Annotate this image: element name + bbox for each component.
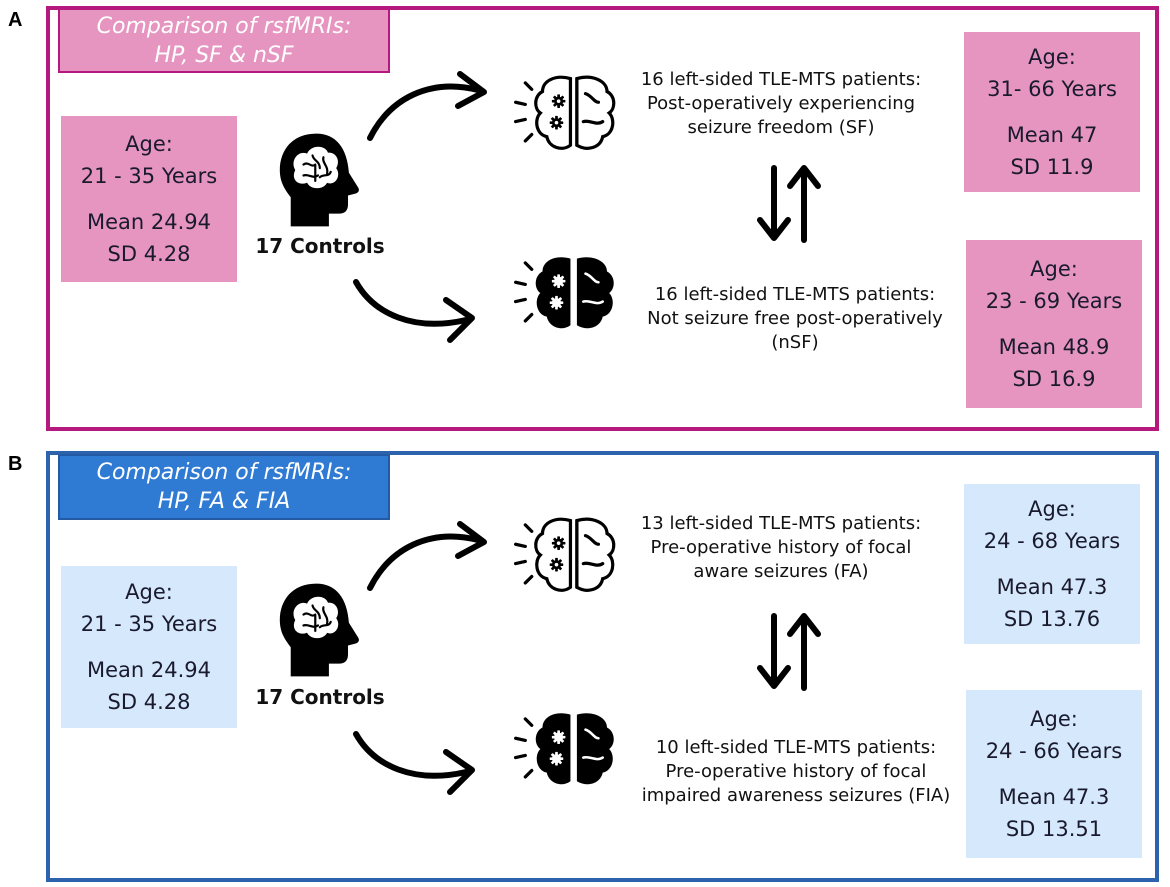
brain-filled-gears-icon (508, 250, 620, 336)
age-mean: Mean 24.94 (86, 210, 211, 234)
panel-a-group2-description: 16 left-sided TLE-MTS patients: Not seiz… (622, 283, 968, 355)
panel-letter-b: B (8, 453, 23, 475)
age-range: 24 - 66 Years (985, 739, 1123, 763)
age-range: 21 - 35 Years (80, 164, 218, 188)
panel-b-title: Comparison of rsfMRIs: HP, FA & FIA (58, 454, 390, 520)
panel-a-control-age-box: Age: 21 - 35 Years Mean 24.94 SD 4.28 (61, 116, 237, 282)
panel-b-group2-description: 10 left-sided TLE-MTS patients: Pre-oper… (616, 736, 976, 808)
age-sd: SD 13.76 (1003, 607, 1101, 631)
panel-a-title: Comparison of rsfMRIs: HP, SF & nSF (58, 8, 390, 73)
panel-a-group1-age-box: Age: 31- 66 Years Mean 47 SD 11.9 (964, 32, 1140, 192)
age-mean: Mean 47.3 (996, 575, 1108, 599)
head-with-brain-icon (272, 580, 364, 680)
age-label: Age: (125, 580, 173, 604)
curved-arrow-icon (353, 731, 475, 795)
desc-line: impaired awareness seizures (FIA) (641, 785, 951, 806)
curved-arrow-icon (367, 521, 487, 591)
age-sd: SD 11.9 (1010, 155, 1094, 179)
brain-outline-gears-icon (508, 70, 620, 156)
panel-b-controls-label: 17 Controls (255, 685, 385, 709)
age-sd: SD 13.51 (1005, 817, 1103, 841)
curved-arrow-icon (367, 71, 487, 141)
age-mean: Mean 48.9 (998, 335, 1110, 359)
panel-a-title-line1: Comparison of rsfMRIs: (96, 13, 352, 39)
age-sd: SD 4.28 (107, 690, 191, 714)
desc-line: 13 left-sided TLE-MTS patients: (640, 513, 922, 534)
panel-letter-a: A (8, 9, 23, 31)
bidirectional-arrows-icon (757, 613, 821, 691)
age-range: 31- 66 Years (987, 77, 1117, 101)
age-sd: SD 4.28 (107, 242, 191, 266)
age-label: Age: (1030, 257, 1078, 281)
desc-line: (nSF) (771, 332, 819, 353)
age-mean: Mean 24.94 (86, 658, 211, 682)
panel-b-group1-description: 13 left-sided TLE-MTS patients: Pre-oper… (626, 512, 936, 584)
desc-line: 16 left-sided TLE-MTS patients: (654, 284, 936, 305)
brain-filled-gears-icon (508, 706, 620, 792)
age-range: 23 - 69 Years (985, 289, 1123, 313)
panel-b-group2-age-box: Age: 24 - 66 Years Mean 47.3 SD 13.51 (966, 690, 1142, 858)
age-sd: SD 16.9 (1012, 367, 1096, 391)
age-mean: Mean 47 (1006, 123, 1098, 147)
age-label: Age: (125, 132, 173, 156)
bidirectional-arrows-icon (757, 165, 821, 243)
curved-arrow-icon (353, 279, 475, 343)
brain-outline-gears-icon (508, 512, 620, 598)
panel-a-title-line2: HP, SF & nSF (154, 42, 294, 68)
age-range: 24 - 68 Years (983, 529, 1121, 553)
panel-b-group1-age-box: Age: 24 - 68 Years Mean 47.3 SD 13.76 (964, 484, 1140, 644)
panel-b-title-line2: HP, FA & FIA (157, 489, 291, 514)
age-label: Age: (1028, 45, 1076, 69)
desc-line: 10 left-sided TLE-MTS patients: (655, 737, 937, 758)
age-mean: Mean 47.3 (998, 785, 1110, 809)
age-label: Age: (1028, 497, 1076, 521)
panel-a-group1-description: 16 left-sided TLE-MTS patients: Post-ope… (626, 68, 936, 140)
desc-line: aware seizures (FA) (693, 561, 869, 582)
panel-a (46, 6, 1159, 431)
panel-a-controls-label: 17 Controls (255, 234, 385, 258)
head-with-brain-icon (272, 130, 364, 230)
desc-line: 16 left-sided TLE-MTS patients: (640, 69, 922, 90)
desc-line: Pre-operative history of focal (665, 761, 927, 782)
desc-line: Pre-operative history of focal (650, 537, 912, 558)
desc-line: seizure freedom (SF) (687, 117, 875, 138)
panel-b-control-age-box: Age: 21 - 35 Years Mean 24.94 SD 4.28 (61, 566, 237, 728)
panel-a-group2-age-box: Age: 23 - 69 Years Mean 48.9 SD 16.9 (966, 240, 1142, 408)
desc-line: Not seizure free post-operatively (647, 308, 943, 329)
panel-b-title-line1: Comparison of rsfMRIs: (96, 460, 352, 485)
age-range: 21 - 35 Years (80, 612, 218, 636)
panel-b (46, 451, 1159, 882)
desc-line: Post-operatively experiencing (646, 93, 916, 114)
age-label: Age: (1030, 707, 1078, 731)
